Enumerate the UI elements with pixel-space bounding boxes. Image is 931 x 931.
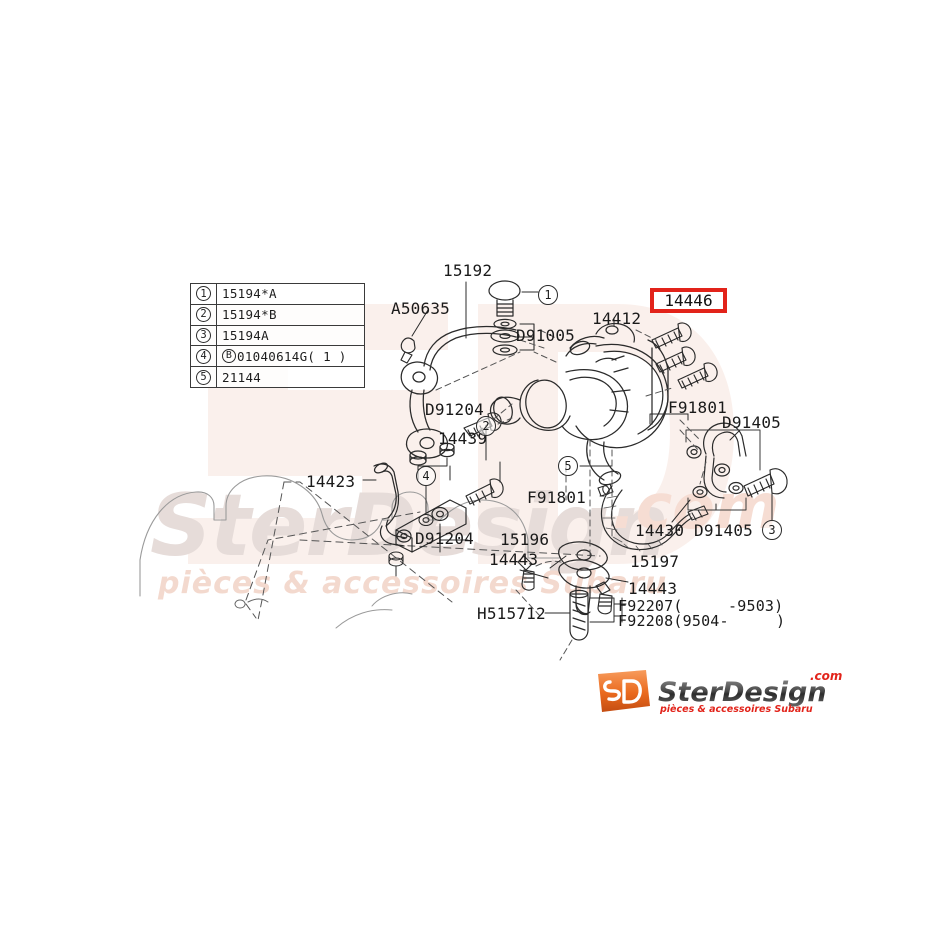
legend-marker: 3 — [191, 325, 217, 346]
legend-marker: 4 — [191, 346, 217, 367]
marker-5: 5 — [558, 456, 578, 476]
callout-F92207-range-end: -9503) — [728, 597, 784, 615]
marker-2: 2 — [476, 416, 496, 436]
callout-14443-left: 14443 — [489, 550, 539, 569]
legend-row: 3 15194A — [191, 325, 364, 347]
callout-H515712: H515712 — [477, 604, 546, 623]
callout-F92208-range-end: ) — [776, 612, 786, 630]
callout-F91801-lower: F91801 — [527, 488, 586, 507]
legend-row: 1 15194*A — [191, 284, 364, 305]
marker-4: 4 — [416, 466, 436, 486]
sterdesign-logo: SterDesign .com pièces & accessoires Sub… — [588, 668, 856, 718]
legend-part-number: 15194*B — [222, 307, 277, 323]
callout-D91005: D91005 — [516, 326, 575, 345]
circled-number: 2 — [196, 307, 211, 323]
callout-14439: 14439 — [438, 429, 488, 448]
highlighted-part-14446: 14446 — [650, 288, 727, 313]
callout-14430: 14430 — [635, 521, 685, 540]
callout-D91204-lower: D91204 — [415, 529, 474, 548]
callout-14443-right: 14443 — [628, 579, 678, 598]
callout-D91405-upper: D91405 — [722, 413, 781, 432]
legend-marker: 5 — [191, 367, 217, 387]
highlighted-part-number: 14446 — [664, 291, 713, 310]
circled-letter-b: B — [222, 349, 236, 364]
legend-row: 5 21144 — [191, 367, 364, 388]
legend-marker: 1 — [191, 284, 217, 304]
logo-badge-icon — [598, 670, 650, 712]
callout-15197: 15197 — [630, 552, 680, 571]
callout-F91801-upper: F91801 — [668, 398, 727, 417]
legend-part-number: 21144 — [222, 369, 262, 385]
callout-A50635: A50635 — [391, 299, 450, 318]
callout-15196: 15196 — [500, 530, 550, 549]
circled-number: 1 — [196, 286, 211, 302]
marker-3: 3 — [762, 520, 782, 540]
callout-F92208: F92208(9504- — [618, 612, 729, 630]
circled-number: 3 — [196, 327, 211, 343]
logo-tld: .com — [810, 669, 842, 683]
callout-D91204-upper: D91204 — [425, 400, 484, 419]
callout-F92207: F92207( — [618, 597, 683, 615]
legend-marker: 2 — [191, 304, 217, 325]
logo-wordmark: SterDesign — [658, 677, 827, 708]
callout-D91405-lower: D91405 — [694, 521, 753, 540]
legend-part-number: 15194*A — [222, 286, 277, 302]
logo-tagline: pièces & accessoires Subaru — [659, 704, 813, 715]
logo-artwork: SterDesign .com pièces & accessoires Sub… — [598, 669, 842, 715]
legend-part-number: 15194A — [222, 327, 269, 343]
marker-1: 1 — [538, 285, 558, 305]
circled-number: 5 — [196, 369, 211, 385]
callout-14423: 14423 — [306, 472, 356, 491]
legend-row: 2 15194*B — [191, 304, 364, 326]
callout-14412: 14412 — [592, 309, 642, 328]
legend-part-number-text: 01040614G( 1 ) — [237, 348, 347, 364]
circled-number: 4 — [196, 348, 211, 364]
callout-15192: 15192 — [443, 261, 493, 280]
